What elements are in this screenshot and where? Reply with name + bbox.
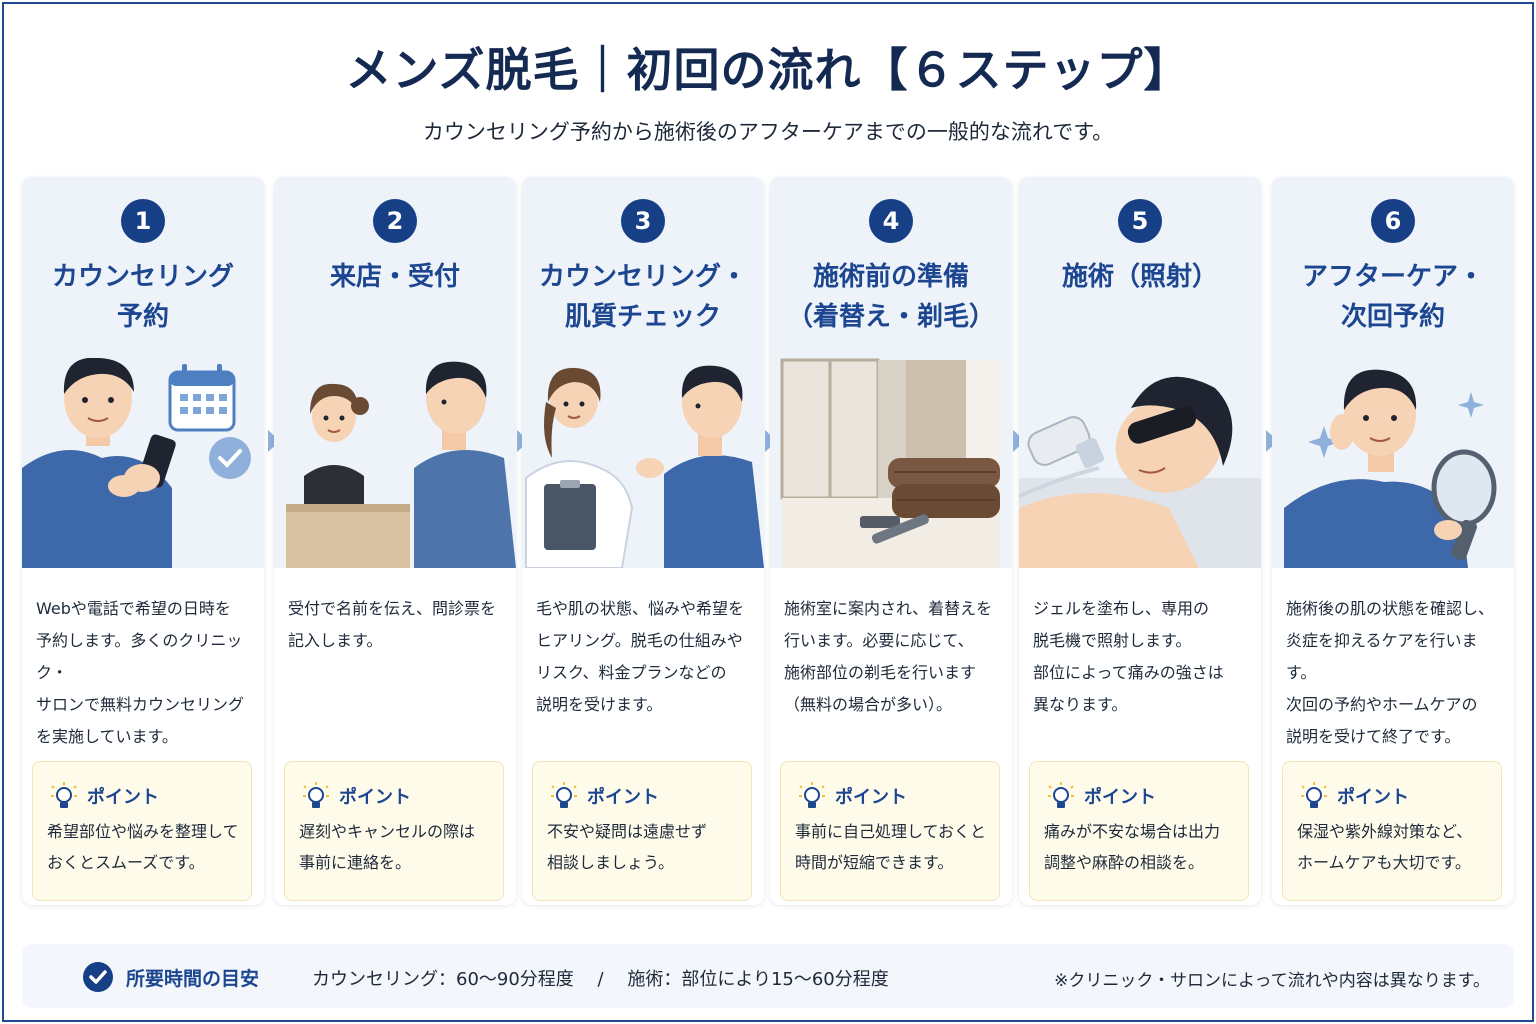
point-text: 事前に自己処理しておくと 時間が短縮できます。: [795, 822, 987, 872]
page-subtitle: カウンセリング予約から施術後のアフターケアまでの一般的な流れです。: [422, 120, 1114, 144]
point-box: ポイント 事前に自己処理しておくと 時間が短縮できます。: [780, 761, 1000, 901]
point-text: 不安や疑問は遠慮せず 相談しましょう。: [547, 822, 708, 872]
point-box: ポイント 遅刻やキャンセルの際は 事前に連絡を。: [284, 761, 504, 901]
point-text: 保湿や紫外線対策など、 ホームケアも大切です。: [1297, 822, 1473, 872]
point-box: ポイント 保湿や紫外線対策など、 ホームケアも大切です。: [1282, 761, 1502, 901]
lightbulb-icon: [799, 782, 825, 808]
step-number: 2: [373, 199, 417, 243]
page-title: メンズ脱毛｜初回の流れ【６ステップ】: [345, 43, 1191, 97]
point-text: 希望部位や悩みを整理して おくとスムーズです。: [47, 822, 239, 872]
point-label: ポイント: [587, 787, 659, 808]
time-estimate-label: 所要時間の目安: [126, 968, 260, 990]
step-description: Webや電話で希望の日時を 予約します。多くのクリニック・ サロンで無料カウンセ…: [36, 599, 245, 746]
step-title: 施術前の準備 （着替え・剃毛）: [786, 262, 995, 332]
step-title: 施術（照射）: [1061, 262, 1218, 292]
step-number: 1: [121, 199, 165, 243]
point-text: 痛みが不安な場合は出力 調整や麻酔の相談を。: [1044, 822, 1221, 872]
lightbulb-icon: [303, 782, 329, 808]
illustration-changing-room: [770, 358, 1012, 568]
step-title: 来店・受付: [329, 262, 460, 292]
point-label: ポイント: [835, 787, 907, 808]
step-card-1: 1 カウンセリング 予約 Webや電話で希望の日時を 予約します。多くのクリニッ…: [22, 177, 264, 905]
point-label: ポイント: [339, 787, 411, 808]
step-description: 施術室に案内され、着替えを 行います。必要に応じて、 施術部位の剃毛を行います …: [784, 599, 993, 714]
step-card-5: 5 施術（照射） ジェルを塗布し、専用の 脱毛機で照射します。 部位によって痛み…: [1019, 177, 1261, 905]
point-text: 遅刻やキャンセルの際は 事前に連絡を。: [299, 822, 476, 872]
illustration-reception: [274, 358, 516, 568]
step-description: 受付で名前を伝え、問診票を 記入します。: [288, 599, 497, 650]
step-title: カウンセリング 予約: [51, 262, 234, 332]
point-box: ポイント 希望部位や悩みを整理して おくとスムーズです。: [32, 761, 252, 901]
step-description: 施術後の肌の状態を確認し、 炎症を抑えるケアを行います。 次回の予約やホームケア…: [1286, 599, 1495, 746]
point-label: ポイント: [1337, 787, 1409, 808]
disclaimer-note: ※クリニック・サロンによって流れや内容は異なります。: [1054, 971, 1490, 991]
step-description: 毛や肌の状態、悩みや希望を ヒアリング。脱毛の仕組みや リスク、料金プランなどの…: [536, 599, 745, 714]
lightbulb-icon: [1301, 782, 1327, 808]
step-number: 4: [869, 199, 913, 243]
step-number: 6: [1371, 199, 1415, 243]
step-description: ジェルを塗布し、専用の 脱毛機で照射します。 部位によって痛みの強さは 異なりま…: [1033, 599, 1224, 714]
point-label: ポイント: [87, 787, 159, 808]
time-estimate-text: カウンセリング：60〜90分程度 / 施術：部位により15〜60分程度: [312, 969, 889, 990]
step-number: 3: [621, 199, 665, 243]
point-label: ポイント: [1084, 787, 1156, 808]
step-title: アフターケア・ 次回予約: [1301, 262, 1484, 332]
illustration-laser-treatment: [1019, 358, 1261, 568]
step-card-6: 6 アフターケア・ 次回予約 施術後の肌の状態を確認し、 炎症を抑えるケアを行い…: [1272, 177, 1514, 905]
step-card-4: 4 施術前の準備 （着替え・剃毛） 施術室に案内され、着替えを 行います。必要に…: [770, 177, 1012, 905]
lightbulb-icon: [551, 782, 577, 808]
step-card-2: 2 来店・受付 受付で名前を伝え、問診票を 記入します。 ポイント: [274, 177, 516, 905]
lightbulb-icon: [1048, 782, 1074, 808]
step-number: 5: [1118, 199, 1162, 243]
point-box: ポイント 痛みが不安な場合は出力 調整や麻酔の相談を。: [1029, 761, 1249, 901]
step-card-3: 3 カウンセリング・ 肌質チェック 毛や肌の状態、悩みや希望を ヒアリング。脱毛…: [522, 177, 764, 905]
check-circle-icon: [83, 962, 113, 992]
lightbulb-icon: [51, 782, 77, 808]
illustration-man-with-smartphone: [22, 358, 264, 568]
illustration-counselor: [522, 358, 764, 568]
step-title: カウンセリング・ 肌質チェック: [538, 262, 747, 332]
point-box: ポイント 不安や疑問は遠慮せず 相談しましょう。: [532, 761, 752, 901]
illustration-man-with-mirror: [1272, 358, 1514, 568]
time-estimate-bar: 所要時間の目安 カウンセリング：60〜90分程度 / 施術：部位により15〜60…: [22, 944, 1514, 1008]
